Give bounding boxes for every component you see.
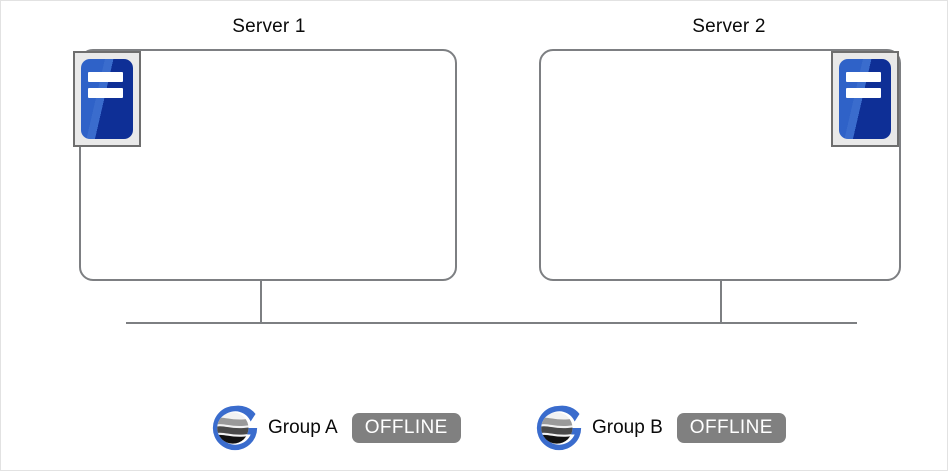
- group-a-label: Group A: [268, 417, 338, 438]
- cluster-group-icon: [536, 405, 582, 451]
- server-icon: [81, 59, 133, 139]
- server-2-title: Server 2: [692, 16, 766, 37]
- server-icon-chip-2[interactable]: [831, 51, 899, 147]
- server-icon-chip-1[interactable]: [73, 51, 141, 147]
- group-b-row[interactable]: Group B OFFLINE: [532, 401, 786, 455]
- server-icon-bar-bottom: [846, 87, 881, 99]
- group-icon-globe: [217, 412, 249, 444]
- server-icon-bar-top: [846, 71, 881, 83]
- server-1-network-connector: [260, 281, 262, 323]
- server-1-title: Server 1: [232, 16, 306, 37]
- server-1-box[interactable]: [79, 49, 457, 281]
- server-2-network-connector: [720, 281, 722, 323]
- group-b-label: Group B: [592, 417, 663, 438]
- group-a-status-badge: OFFLINE: [351, 412, 461, 444]
- network-bus-line: [126, 322, 857, 324]
- cluster-group-icon: [212, 405, 258, 451]
- server-icon-bar-top: [88, 71, 123, 83]
- server-icon: [839, 59, 891, 139]
- group-a-row[interactable]: Group A OFFLINE: [208, 401, 461, 455]
- server-icon-bar-bottom: [88, 87, 123, 99]
- group-b-status-badge: OFFLINE: [676, 412, 786, 444]
